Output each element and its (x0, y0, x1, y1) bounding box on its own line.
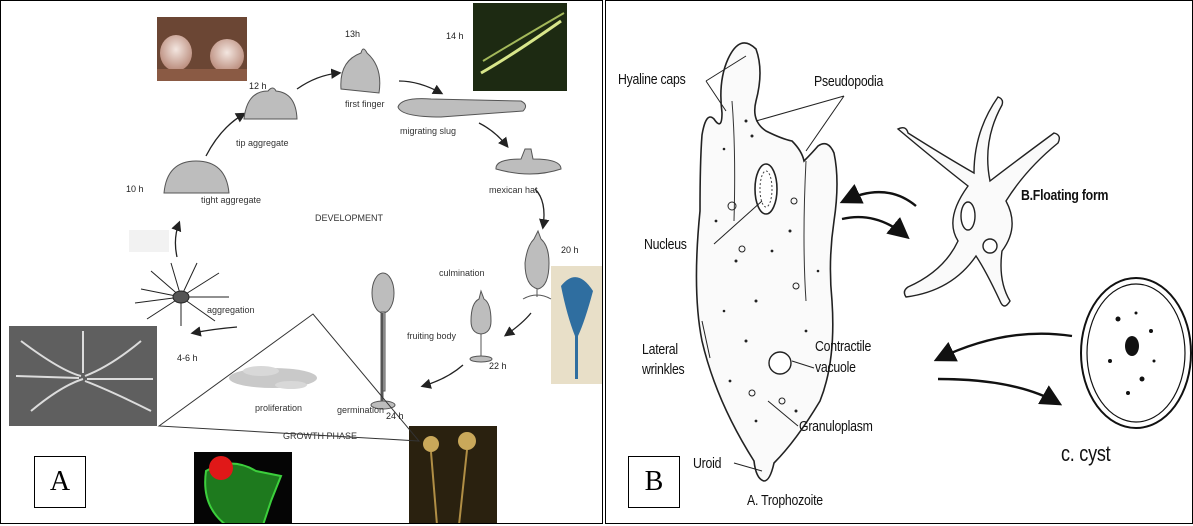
contractile-vacuole (769, 352, 791, 374)
label-granuloplasm: Granuloplasm (799, 418, 873, 435)
heading-growth-phase: GROWTH PHASE (283, 431, 357, 441)
aggregation-star (135, 263, 229, 326)
label-floating-form: B.Floating form (1021, 187, 1108, 204)
development-cycle-drawing (1, 1, 603, 524)
label-contractile: Contractile (815, 338, 871, 355)
photo-cell-fluorescence (194, 452, 292, 524)
trophozoite-body (696, 43, 837, 481)
proliferation-cells (229, 366, 317, 389)
label-trophozoite: A. Trophozoite (747, 492, 823, 509)
hour-22h: 22 h (489, 361, 507, 371)
panel-a-development-cycle: 13h 14 h 12 h 10 h 20 h 22 h 24 h 4-6 h … (0, 0, 603, 524)
panel-letter-b: B (628, 456, 680, 508)
stage-tight-aggregate: tight aggregate (201, 195, 261, 205)
panel-letter-a: A (34, 456, 86, 508)
stage-aggregation: aggregation (207, 305, 255, 315)
stage-proliferation: proliferation (255, 403, 302, 413)
blank-patch (129, 230, 169, 252)
label-vacuole: vacuole (815, 359, 856, 376)
hour-4-6h: 4-6 h (177, 353, 198, 363)
panel-b-amoeba-forms: Hyaline caps Pseudopodia Nucleus Lateral… (605, 0, 1193, 524)
label-cyst: c. cyst (1061, 441, 1110, 467)
photo-aggregation (9, 326, 157, 426)
hour-14h: 14 h (446, 31, 464, 41)
label-uroid: Uroid (693, 455, 721, 472)
stage-first-finger: first finger (345, 99, 385, 109)
label-pseudopodia: Pseudopodia (814, 73, 883, 90)
label-nucleus: Nucleus (644, 236, 687, 253)
cycle-arrows (175, 73, 544, 386)
stage-fruiting-body: fruiting body (407, 331, 456, 341)
hour-13h: 13h (345, 29, 360, 39)
photo-culmination (551, 266, 603, 384)
label-wrinkles: wrinkles (642, 361, 684, 378)
stage-culmination: culmination (439, 268, 485, 278)
stage-mexican-hat: mexican hat (489, 185, 538, 195)
heading-development: DEVELOPMENT (315, 213, 383, 223)
hour-10h: 10 h (126, 184, 144, 194)
stage-germination: germination (337, 405, 384, 415)
cyst (1081, 278, 1191, 428)
label-hyaline-caps: Hyaline caps (618, 71, 685, 88)
stage-tip-aggregate: tip aggregate (236, 138, 289, 148)
label-lateral: Lateral (642, 341, 678, 358)
hour-24h: 24 h (386, 411, 404, 421)
photo-fruiting-bodies (409, 426, 497, 524)
hour-20h: 20 h (561, 245, 579, 255)
photo-tip-aggregate (157, 17, 247, 81)
trophozoite-nucleus (755, 164, 777, 214)
stage-migrating-slug: migrating slug (400, 126, 456, 136)
hour-12h: 12 h (249, 81, 267, 91)
photo-migrating-slug (473, 3, 567, 91)
